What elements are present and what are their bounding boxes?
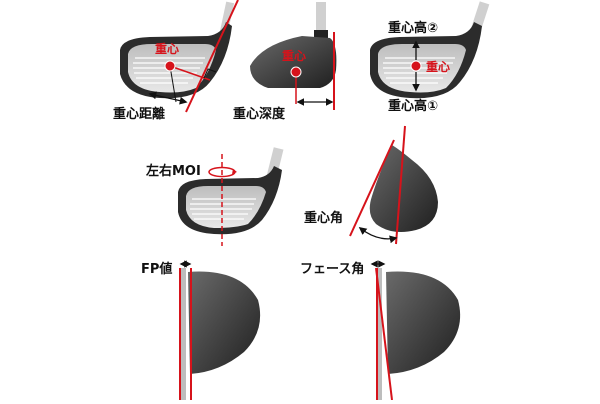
shaft	[266, 147, 284, 179]
cg-angle-line	[349, 139, 395, 237]
right-angle-mark	[203, 68, 217, 79]
cg-depth-label: 重心深度	[233, 106, 286, 122]
panel-cg-distance: 重心 重心距離	[113, 0, 239, 122]
cg-angle-arc	[358, 227, 398, 244]
fp-label: FP値	[141, 261, 172, 277]
cg-label: 重心	[426, 59, 450, 74]
cg-height-1-label: 重心高①	[388, 98, 438, 114]
cg-angle-label: 重心角	[304, 210, 343, 226]
perpendicular-line	[169, 65, 211, 81]
shaft	[376, 268, 382, 400]
club-head-top-view	[386, 271, 461, 374]
rotation-arrowhead	[232, 169, 237, 174]
cg-dot	[290, 66, 302, 78]
face-angle-label: フェース角	[300, 261, 364, 277]
panel-face-angle: フェース角	[300, 260, 461, 401]
cg-height-2-label: 重心高②	[388, 20, 438, 36]
cg-distance-label: 重心距離	[113, 106, 165, 122]
cg-label: 重心	[155, 41, 179, 56]
cg-dot	[410, 60, 422, 72]
shaft-axis-line	[395, 125, 406, 245]
cg-label: 重心	[282, 48, 306, 63]
panel-cg-angle: 重心角	[304, 125, 438, 245]
shaft	[316, 2, 326, 38]
panel-cg-depth: 重心 重心深度	[233, 2, 337, 122]
cg-dot	[164, 60, 176, 72]
face-area	[186, 186, 266, 228]
panel-cg-height: 重心 重心高② 重心高①	[370, 1, 490, 114]
panel-moi: 左右MOI	[146, 147, 284, 246]
moi-label: 左右MOI	[146, 163, 201, 179]
face-line	[375, 267, 393, 401]
club-head-top-view	[369, 145, 438, 232]
club-head-top-view	[188, 271, 261, 374]
club-head-side-view	[250, 36, 337, 88]
shaft	[180, 268, 186, 400]
panel-fp: FP値	[141, 260, 261, 400]
cg-distance-arrow	[148, 91, 188, 105]
face-grooves	[133, 57, 205, 84]
shaft-axis-line	[185, 0, 239, 113]
